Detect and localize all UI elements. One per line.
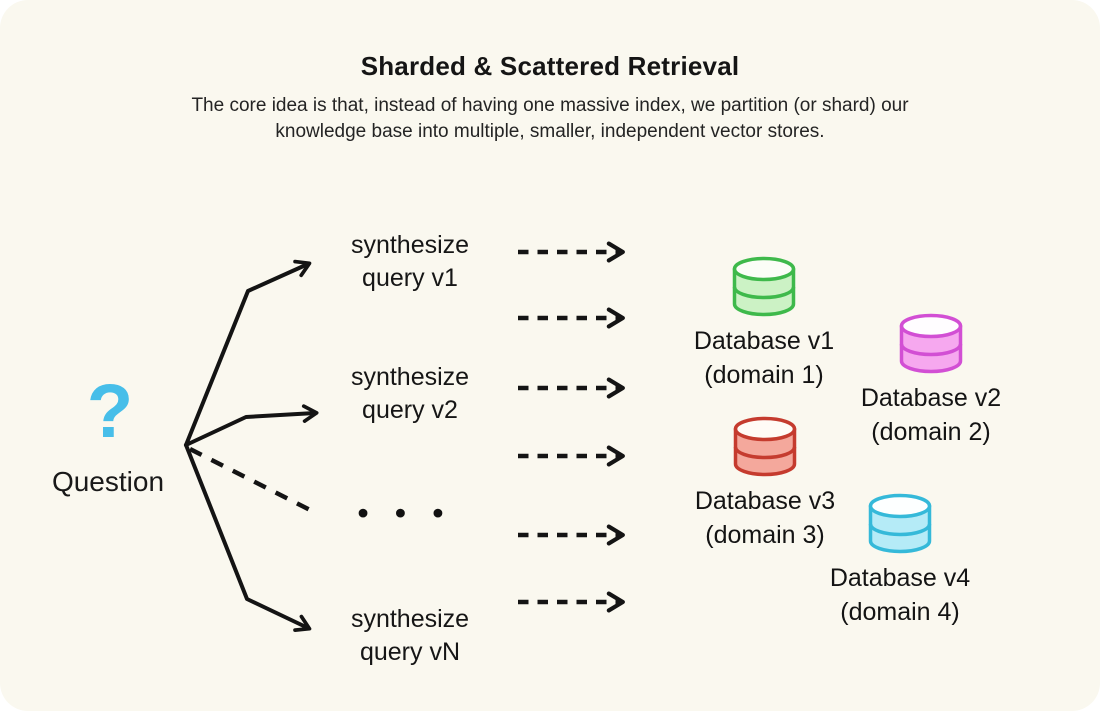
database-v4-name: Database v4: [829, 564, 971, 592]
database-v2-name: Database v2: [860, 384, 1002, 412]
query-v2-label: synthesize query v2: [350, 363, 470, 424]
database-v4: Database v4 (domain 4): [810, 493, 990, 629]
database-v3-domain: (domain 3): [705, 521, 825, 549]
arrow-question-to-ellipsis: [188, 446, 318, 516]
page-title: Sharded & Scattered Retrieval: [360, 51, 740, 81]
database-v4-domain: (domain 4): [840, 598, 960, 626]
database-v2: Database v2 (domain 2): [841, 313, 1021, 449]
database-v3-cylinder-icon: [733, 416, 797, 477]
database-v1-domain: (domain 1): [704, 361, 824, 389]
subtitle-line-1: The core idea is that, instead of having…: [191, 95, 909, 116]
subtitle-line-2: knowledge base into multiple, smaller, i…: [275, 121, 825, 142]
arrow-question-to-query-vN: [184, 443, 312, 632]
database-v1: Database v1 (domain 1): [674, 256, 854, 392]
database-v1-name: Database v1: [693, 327, 835, 355]
query-v1-label: synthesize query v1: [350, 231, 470, 292]
database-v3: Database v3 (domain 3): [675, 416, 855, 552]
question-mark-icon: ?: [86, 369, 134, 454]
database-v3-name: Database v3: [694, 487, 836, 515]
question-label: Question: [51, 466, 165, 497]
database-v4-cylinder-icon: [868, 493, 932, 554]
more-queries-ellipsis: • • •: [357, 495, 453, 530]
arrow-question-to-query-v2: [184, 404, 319, 447]
database-v2-domain: (domain 2): [871, 418, 991, 446]
database-v2-cylinder-icon: [899, 313, 963, 374]
database-v1-cylinder-icon: [732, 256, 796, 317]
arrow-question-to-query-v1: [184, 259, 312, 447]
query-vN-label: synthesize query vN: [350, 605, 470, 666]
